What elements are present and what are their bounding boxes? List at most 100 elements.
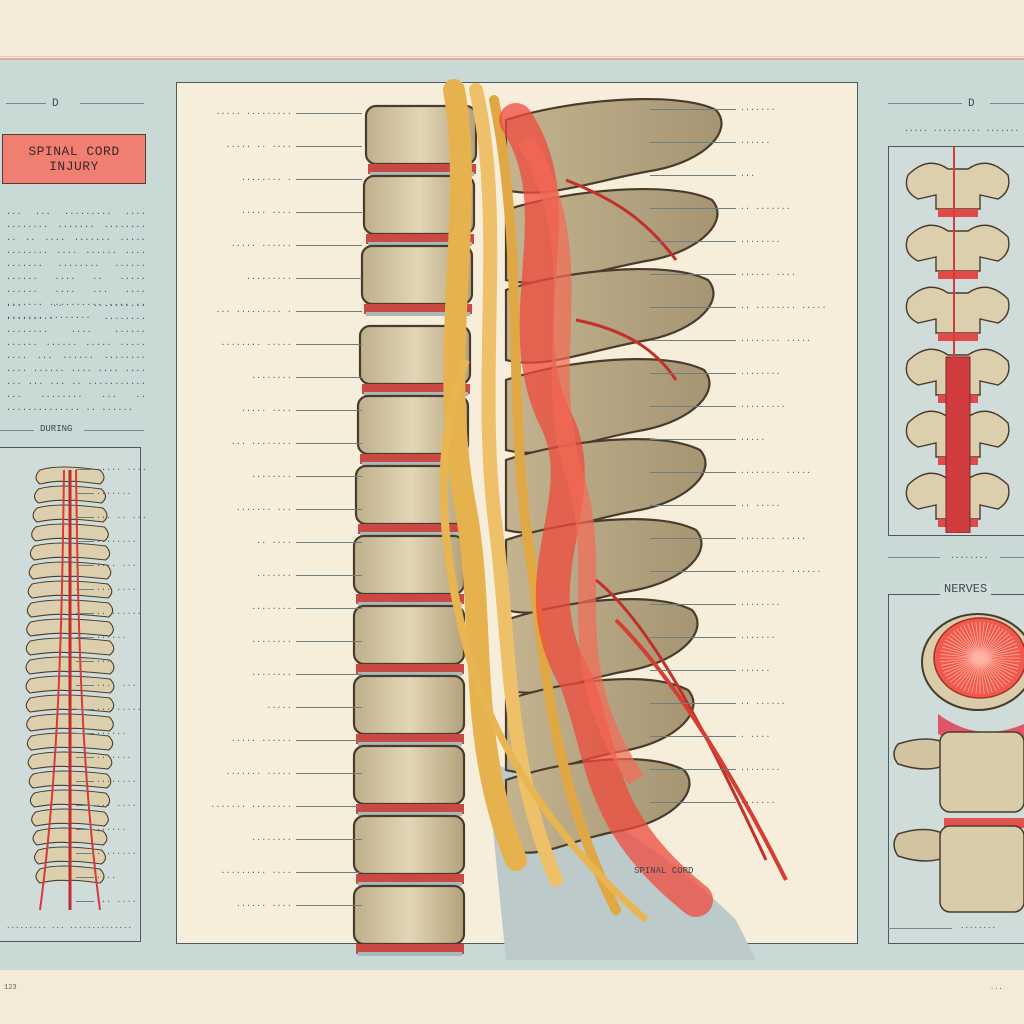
center-left-label-16: ........ <box>251 603 292 612</box>
plate-code-left: 123 <box>4 984 17 992</box>
center-right-label-8: ........ ..... <box>740 335 812 344</box>
center-left-label-leader-3 <box>296 179 362 180</box>
center-right-label-leader-21 <box>650 769 736 770</box>
title-line-2: INJURY <box>49 159 99 174</box>
left-inset-label-1: ..... .... <box>96 464 148 473</box>
center-right-label-4: .. ....... <box>740 203 792 212</box>
center-right-label-leader-7 <box>650 307 736 308</box>
left-inset-label-3: ... .. ... <box>96 512 148 521</box>
top-band <box>0 0 1024 57</box>
center-left-label-leader-20 <box>296 740 362 741</box>
left-inset-footer: ......... ... .............. <box>6 923 133 931</box>
left-inset-label-leader-7 <box>76 613 94 614</box>
center-right-label-18: ...... <box>740 665 771 674</box>
left-inset-label-leader-14 <box>76 781 94 782</box>
center-left-label-leader-16 <box>296 608 362 609</box>
left-inset-label-12: ...... <box>96 728 127 737</box>
center-right-label-3: ... <box>740 170 756 179</box>
center-right-label-19: .. ...... <box>740 698 786 707</box>
center-left-label-leader-9 <box>296 377 362 378</box>
center-right-label-13: .. ..... <box>740 500 781 509</box>
center-left-label-24: ......... .... <box>220 867 292 876</box>
center-right-label-17: ....... <box>740 632 776 641</box>
center-left-label-21: ....... ..... <box>225 768 292 777</box>
center-left-label-3: ........ . <box>240 174 292 183</box>
left-inset-label-leader-5 <box>76 565 94 566</box>
left-inset-label-leader-3 <box>76 517 94 518</box>
center-left-label-20: ..... ...... <box>230 735 292 744</box>
center-left-label-leader-25 <box>296 905 362 906</box>
center-right-label-leader-5 <box>650 241 736 242</box>
center-right-label-leader-14 <box>650 538 736 539</box>
center-left-label-2: ..... .. .... <box>225 141 292 150</box>
center-right-label-leader-18 <box>650 670 736 671</box>
left-inset-label-16: ...... <box>96 824 127 833</box>
intro-paragraph-1: ... ... ......... .... ........ ....... … <box>6 207 146 321</box>
center-right-label-leader-1 <box>650 109 736 110</box>
center-left-label-leader-14 <box>296 542 362 543</box>
center-left-label-leader-6 <box>296 278 362 279</box>
center-right-label-leader-16 <box>650 604 736 605</box>
left-inset-label-leader-6 <box>76 589 94 590</box>
center-left-label-leader-5 <box>296 245 362 246</box>
left-inset-label-leader-4 <box>76 541 94 542</box>
center-right-label-15: ......... ...... <box>740 566 822 575</box>
center-left-label-6: ......... <box>246 273 292 282</box>
center-right-label-leader-15 <box>650 571 736 572</box>
left-inset-label-leader-8 <box>76 637 94 638</box>
center-right-label-leader-2 <box>650 142 736 143</box>
left-inset-label-leader-17 <box>76 853 94 854</box>
center-right-label-22: ....... <box>740 797 776 806</box>
center-left-label-leader-19 <box>296 707 362 708</box>
center-left-label-leader-12 <box>296 476 362 477</box>
left-inset-label-leader-18 <box>76 877 94 878</box>
right-tag: D <box>968 98 975 110</box>
intro-paragraph-2: ... .. .......... ......... ........ ...… <box>6 299 146 413</box>
left-inset-label-11: ... ..... <box>96 704 142 713</box>
vertebral-bodies <box>352 104 478 956</box>
center-left-label-11: ... ........ <box>230 438 292 447</box>
center-left-label-13: ....... ... <box>235 504 292 513</box>
left-inset-label-18: .... <box>96 872 117 881</box>
divider <box>84 430 144 431</box>
center-left-label-leader-8 <box>296 344 362 345</box>
center-left-label-7: ... ......... . <box>215 306 292 315</box>
divider <box>1000 557 1024 558</box>
center-right-label-leader-22 <box>650 802 736 803</box>
center-left-label-14: .. .... <box>256 537 292 546</box>
left-inset-label-leader-16 <box>76 829 94 830</box>
center-left-label-18: ........ <box>251 669 292 678</box>
center-left-label-leader-1 <box>296 113 362 114</box>
center-right-label-leader-12 <box>650 472 736 473</box>
center-left-label-leader-17 <box>296 641 362 642</box>
center-right-label-leader-4 <box>650 208 736 209</box>
spinal-cord-label: SPINAL CORD <box>634 866 694 876</box>
left-inset-title: DURING <box>40 424 73 434</box>
center-left-label-leader-23 <box>296 839 362 840</box>
right-bottom-header: NERVES <box>940 582 992 596</box>
nerve-cross-section-illustration <box>893 613 1024 913</box>
divider <box>888 928 952 929</box>
center-right-label-5: ........ <box>740 236 781 245</box>
center-right-label-11: ..... <box>740 434 766 443</box>
left-inset-label-14: ........ <box>96 776 137 785</box>
left-inset-label-2: ....... <box>96 488 132 497</box>
center-right-label-12: ........ ..... <box>740 467 812 476</box>
divider <box>888 557 940 558</box>
center-right-label-9: ........ <box>740 368 781 377</box>
spine-cross-section-illustration <box>352 79 788 960</box>
left-inset-label-17: . ...... <box>96 848 137 857</box>
center-right-label-leader-17 <box>650 637 736 638</box>
divider <box>888 103 962 104</box>
plate-code-right: ... <box>990 984 1003 992</box>
left-inset-label-9: ... <box>96 656 112 665</box>
center-left-label-leader-7 <box>296 311 362 312</box>
left-inset-label-leader-19 <box>76 901 94 902</box>
center-left-label-leader-13 <box>296 509 362 510</box>
center-right-label-leader-11 <box>650 439 736 440</box>
center-right-label-leader-20 <box>650 736 736 737</box>
center-left-label-leader-21 <box>296 773 362 774</box>
center-right-label-leader-13 <box>650 505 736 506</box>
left-inset-label-leader-12 <box>76 733 94 734</box>
center-left-label-17: ........ <box>251 636 292 645</box>
